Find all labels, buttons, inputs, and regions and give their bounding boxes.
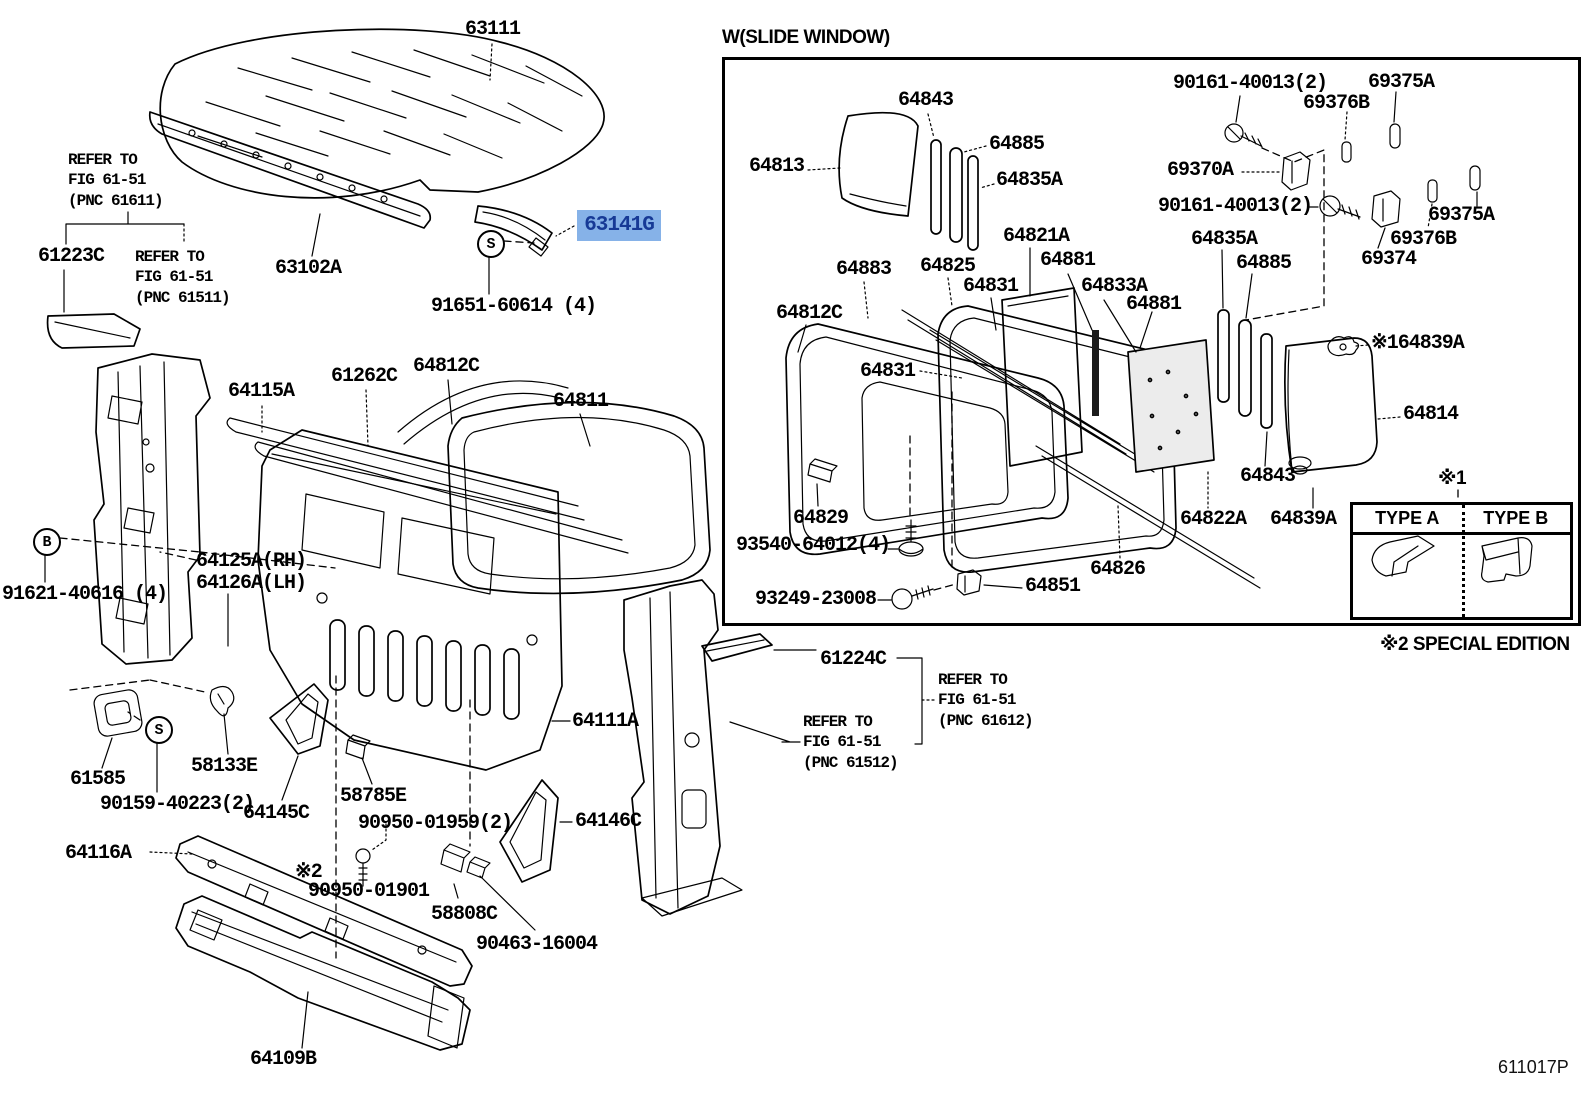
part-label-61224C[interactable]: 61224C (820, 648, 887, 671)
part-label-63111[interactable]: 63111 (465, 18, 521, 41)
part-label-58785E[interactable]: 58785E (340, 785, 407, 808)
right-pillar-drawing (623, 579, 937, 917)
inset-screws-clips-top-drawing (1224, 91, 1481, 321)
special-edition-note: ※2 SPECIAL EDITION (1380, 634, 1570, 655)
part-label-64833A[interactable]: 64833A (1081, 275, 1148, 298)
part-label-64821A[interactable]: 64821A (1003, 225, 1070, 248)
part-label-64885-b[interactable]: 64885 (1236, 252, 1292, 275)
part-label-90950-01901[interactable]: 90950-01901 (308, 880, 430, 903)
part-label-61262C[interactable]: 61262C (331, 365, 398, 388)
part-label-64812C-inset[interactable]: 64812C (776, 302, 843, 325)
part-label-63102A[interactable]: 63102A (275, 257, 342, 280)
part-label-64885-a[interactable]: 64885 (989, 133, 1045, 156)
part-label-64125A-rh[interactable]: 64125A(RH) (196, 550, 307, 573)
window-frame-64811-drawing (447, 401, 711, 595)
part-label-64843-b[interactable]: 64843 (1240, 465, 1296, 488)
part-label-64813[interactable]: 64813 (749, 155, 805, 178)
part-label-64822A[interactable]: 64822A (1180, 508, 1247, 531)
part-label-91651-60614[interactable]: 91651-60614 (4) (431, 295, 597, 318)
part-label-64829[interactable]: 64829 (793, 507, 849, 530)
part-label-90161-40013-a[interactable]: 90161-40013(2) (1173, 72, 1328, 95)
part-label-64826[interactable]: 64826 (1090, 558, 1146, 581)
part-label-64109B[interactable]: 64109B (250, 1048, 317, 1071)
part-label-64839A[interactable]: 64839A (1270, 508, 1337, 531)
fastener-marker-s1: S (477, 230, 505, 258)
part-label-64835A-b[interactable]: 64835A (1191, 228, 1258, 251)
rail-63141G-drawing (474, 205, 575, 295)
type-a-header: TYPE A (1375, 508, 1440, 528)
part-label-64111A[interactable]: 64111A (572, 710, 639, 733)
figure-code: 611017P (1498, 1057, 1569, 1077)
part-label-69370A[interactable]: 69370A (1167, 159, 1234, 182)
inset-title: W(SLIDE WINDOW) (722, 27, 890, 48)
part-label-90463-16004[interactable]: 90463-16004 (476, 933, 598, 956)
inset-bottom-parts-drawing (807, 435, 1023, 610)
part-label-63141G-highlighted[interactable]: 63141G (577, 210, 661, 241)
note1-marker: ※1 (1438, 468, 1467, 489)
crossmember-64116A-drawing (149, 835, 473, 987)
refer-note-pnc61612: REFER TO FIG 61-51 (PNC 61612) (938, 671, 1034, 730)
fastener-marker-s2: S (145, 716, 173, 744)
inset-right-strips-glass-drawing (1117, 249, 1401, 559)
part-label-64839A-note1[interactable]: ※164839A (1371, 332, 1465, 355)
part-label-64883[interactable]: 64883 (836, 258, 892, 281)
strip-61223C-drawing (46, 211, 185, 349)
part-label-64881-a[interactable]: 64881 (1040, 249, 1096, 272)
part-label-90159-40223[interactable]: 90159-40223(2) (100, 793, 255, 816)
part-label-64825[interactable]: 64825 (920, 255, 976, 278)
part-label-64115A[interactable]: 64115A (228, 380, 295, 403)
part-label-58133E[interactable]: 58133E (191, 755, 258, 778)
clip-type-table: TYPE A TYPE B (1350, 502, 1573, 620)
part-label-69376B-b[interactable]: 69376B (1390, 228, 1457, 251)
part-label-64811[interactable]: 64811 (553, 390, 609, 413)
part-label-64146C[interactable]: 64146C (575, 810, 642, 833)
part-label-61585[interactable]: 61585 (70, 768, 126, 791)
part-label-64116A[interactable]: 64116A (65, 842, 132, 865)
left-pillar-drawing (44, 353, 336, 665)
part-label-69375A-a[interactable]: 69375A (1368, 71, 1435, 94)
roof-rail-63102A-drawing (148, 111, 432, 257)
part-label-64881-b[interactable]: 64881 (1126, 293, 1182, 316)
part-label-64814[interactable]: 64814 (1403, 403, 1459, 426)
fastener-marker-b: B (33, 528, 61, 556)
part-label-61223C[interactable]: 61223C (38, 245, 105, 268)
rails-drawing (226, 379, 629, 554)
part-label-93540-64012[interactable]: 93540-64012(4) (736, 534, 891, 557)
note2-marker: ※2 (295, 861, 323, 884)
small-parts-left-drawing (69, 675, 536, 959)
crossmember-64109B-drawing (175, 895, 471, 1051)
part-label-90161-40013-b[interactable]: 90161-40013(2) (1158, 195, 1313, 218)
roof-panel-drawing (159, 28, 605, 199)
part-label-69376B-a[interactable]: 69376B (1303, 92, 1370, 115)
type-b-header: TYPE B (1483, 508, 1549, 528)
refer-note-pnc61512: REFER TO FIG 61-51 (PNC 61512) (803, 713, 899, 772)
part-label-64835A-a[interactable]: 64835A (996, 169, 1063, 192)
refer-note-pnc61511: REFER TO FIG 61-51 (PNC 61511) (135, 248, 231, 307)
inset-frames-drawing (785, 247, 1261, 589)
part-label-64812C-main[interactable]: 64812C (413, 355, 480, 378)
part-label-69375A-b[interactable]: 69375A (1428, 204, 1495, 227)
part-label-58808C[interactable]: 58808C (431, 903, 498, 926)
type-table-clips-drawing (1371, 489, 1533, 583)
part-label-91621-40616[interactable]: 91621-40616 (4) (2, 583, 168, 606)
slide-window-inset-box (722, 57, 1581, 626)
part-label-64851[interactable]: 64851 (1025, 575, 1081, 598)
type-table-divider (1461, 505, 1465, 617)
part-label-64145C[interactable]: 64145C (243, 802, 310, 825)
part-label-64831-b[interactable]: 64831 (860, 360, 916, 383)
back-panel-64111A-drawing (257, 429, 571, 771)
refer-note-pnc61611: REFER TO FIG 61-51 (PNC 61611) (68, 151, 164, 210)
part-label-64831-a[interactable]: 64831 (963, 275, 1019, 298)
part-label-93249-23008[interactable]: 93249-23008 (755, 588, 877, 611)
part-label-64843-a[interactable]: 64843 (898, 89, 954, 112)
bracket-64146C-drawing (499, 779, 573, 883)
inset-glass-64813-drawing (807, 111, 995, 251)
part-label-64126A-lh[interactable]: 64126A(LH) (196, 572, 307, 595)
part-label-90950-01959[interactable]: 90950-01959(2) (358, 812, 513, 835)
part-label-69374[interactable]: 69374 (1361, 248, 1417, 271)
